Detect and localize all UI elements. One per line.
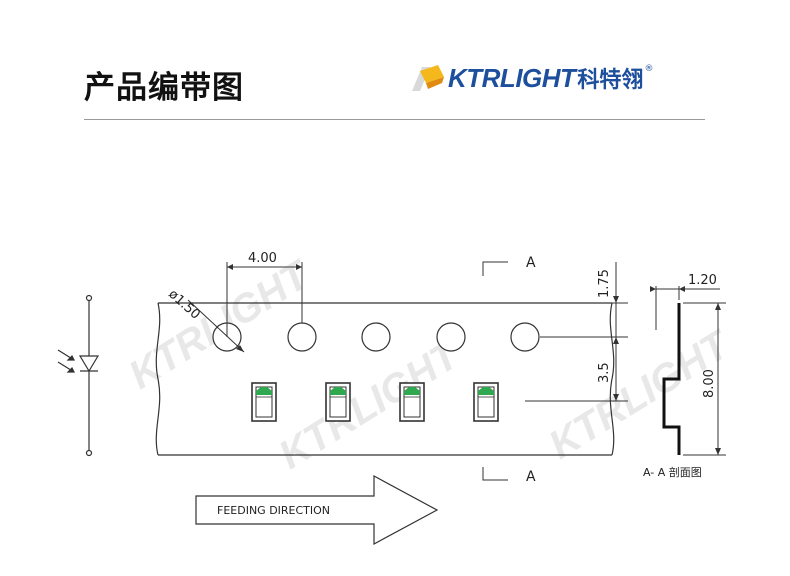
section-dimensions	[650, 286, 726, 456]
hole-diameter-value: ø1.50	[165, 287, 202, 323]
led-pocket	[473, 382, 499, 422]
sprocket-hole	[510, 322, 540, 352]
section-caption: A- A 剖面图	[643, 465, 702, 479]
led-pocket	[325, 382, 351, 422]
edge-distance-value: 1.75	[597, 269, 612, 298]
edge-offset-dimensions	[525, 262, 628, 402]
sprocket-hole	[287, 322, 317, 352]
header-divider	[84, 119, 705, 120]
section-mark-bottom: A	[526, 469, 536, 485]
feeding-direction-label: FEEDING DIRECTION	[217, 504, 330, 517]
pitch-value: 4.00	[248, 251, 277, 266]
sprocket-holes	[212, 322, 540, 352]
page-title: 产品编带图	[84, 70, 244, 106]
thickness-value: 1.20	[688, 273, 717, 288]
feeding-direction-arrow-icon	[195, 474, 439, 546]
logo-text: KTRLIGHT	[448, 62, 576, 93]
watermark-2: KTRLIGHT	[271, 331, 469, 477]
sprocket-hole	[361, 322, 391, 352]
logo-chinese-text: 科特翎	[577, 68, 644, 93]
sprocket-hole	[436, 322, 466, 352]
section-mark-top: A	[526, 255, 536, 271]
brand-logo: KTRLIGHT 科特翎 ®	[408, 58, 653, 98]
registered-mark: ®	[644, 64, 654, 74]
carrier-tape	[155, 302, 615, 456]
logo-mark-icon	[412, 65, 444, 91]
led-pocket	[399, 382, 425, 422]
tape-width-value: 8.00	[702, 369, 717, 398]
pitch-dimension	[226, 262, 303, 337]
pocket-offset-value: 3.5	[597, 362, 612, 383]
cross-section	[662, 303, 681, 455]
led-pocket	[251, 382, 277, 422]
led-symbol-icon	[57, 294, 100, 457]
component-pockets	[251, 382, 499, 422]
hole-diameter-leader	[187, 299, 245, 353]
section-marks	[482, 261, 508, 481]
